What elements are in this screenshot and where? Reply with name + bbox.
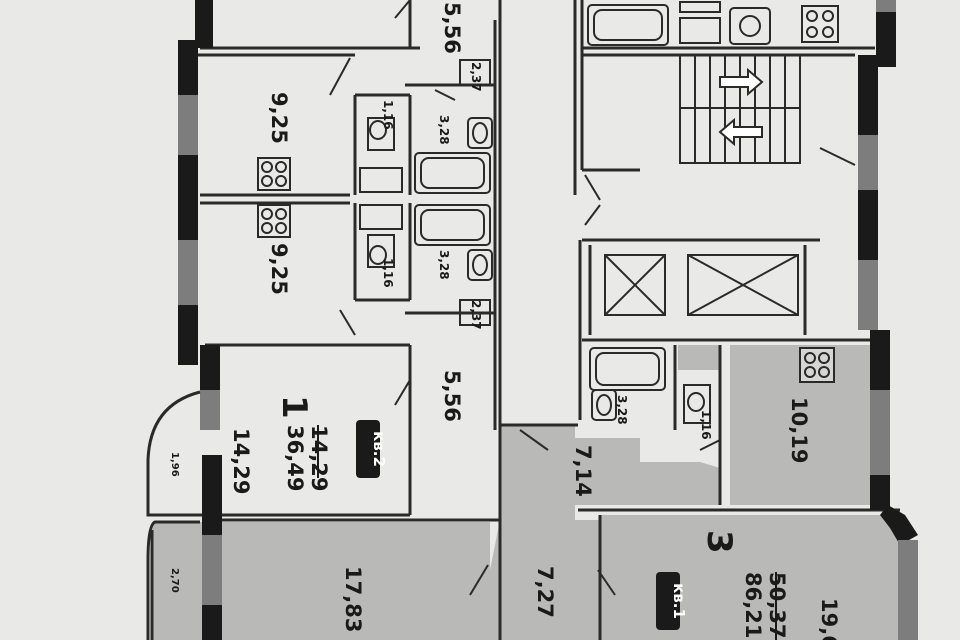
room-label-living: 14,29 [229, 428, 253, 494]
room-label-bath: 3,28 [437, 250, 451, 280]
room-label-wc: 1,16 [381, 258, 395, 288]
sink-icon [467, 7, 771, 421]
apartment-total-area: 86,21 [741, 572, 765, 638]
toilet-icon [367, 117, 711, 424]
room-label-kitchen: 10,19 [787, 397, 811, 463]
room-label-corridor: 5,56 [440, 370, 464, 422]
room-label-kitchen: 9,25 [267, 92, 291, 144]
room-label-loggia: 2,70 [169, 568, 180, 593]
apartment-badge-label: кв.2 [370, 431, 388, 467]
outer-wall-left [178, 0, 222, 640]
loggia-outline [146, 390, 202, 640]
utility-boxes [359, 1, 721, 326]
bathtub-icon [414, 4, 669, 391]
room-label-bath: 3,28 [437, 115, 451, 145]
stove-icon [257, 5, 839, 383]
room-label-corridor: 5,56 [440, 2, 464, 54]
room-label-living: 19,6 [817, 598, 841, 640]
room-label-hall: 2,37 [469, 62, 483, 92]
stairwell [679, 54, 801, 164]
apartment-number: 1 [274, 395, 314, 419]
room-label-wc: 1,16 [699, 410, 713, 440]
apartment-badge-kv2: кв.2 [356, 420, 388, 478]
room-label-bath: 3,28 [615, 395, 629, 425]
room-label-wc: 1,16 [381, 100, 395, 130]
apartment-badge-kv1: кв.1 [656, 572, 688, 630]
room-label-living: 17,83 [341, 566, 365, 632]
elevator-shaft-icon [604, 254, 799, 316]
room-label-loggia: 1,96 [169, 452, 180, 477]
apartment-total-area: 36,49 [283, 425, 307, 491]
apartment-number: 3 [699, 530, 739, 554]
apartment-badge-label: кв.1 [670, 583, 688, 619]
room-label-corridor: 7,14 [571, 445, 595, 497]
room-label-kitchen: 9,25 [267, 243, 291, 295]
stair-arrow-icon [718, 67, 764, 147]
door-swings [329, 0, 856, 596]
room-label-hall: 2,37 [469, 300, 483, 330]
room-label-corridor: 7,27 [533, 566, 557, 618]
outer-wall-right [858, 0, 918, 640]
